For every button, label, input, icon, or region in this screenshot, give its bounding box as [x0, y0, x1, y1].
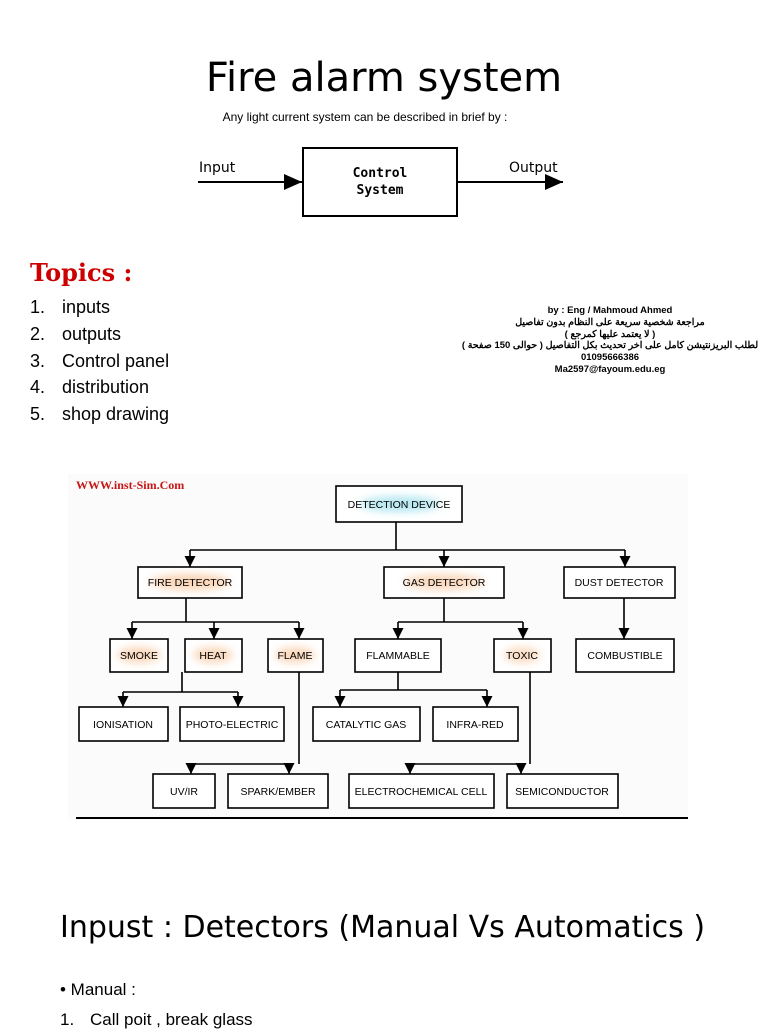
- bullet-item: • Manual :: [60, 980, 136, 999]
- sub-list-item: 1. Call poit , break glass: [60, 1010, 253, 1030]
- item-number: 4.: [30, 377, 46, 398]
- node-label: SMOKE: [120, 650, 158, 662]
- node-spark-ember: SPARK/EMBER: [227, 773, 329, 809]
- intro-text: Any light current system can be describe…: [222, 110, 508, 124]
- node-label: HEAT: [199, 650, 227, 662]
- watermark: WWW.inst-Sim.Com: [76, 478, 184, 492]
- list-item: 3. Control panel: [30, 348, 169, 375]
- flow-diagram: [198, 174, 563, 190]
- node-label: CATALYTIC GAS: [326, 719, 407, 731]
- item-text: outputs: [62, 323, 122, 344]
- node-label: FLAMMABLE: [366, 650, 430, 662]
- item-text: Call poit , break glass: [90, 1010, 253, 1029]
- node-photo-electric: PHOTO-ELECTRIC: [179, 706, 285, 742]
- node-label: DETECTION DEVICE: [348, 499, 451, 511]
- output-label: Output: [509, 160, 558, 176]
- item-text: distribution: [62, 377, 150, 398]
- control-system-box: Control System: [302, 147, 458, 217]
- item-text: inputs: [62, 297, 111, 317]
- detection-tree-diagram: WWW.inst-Sim.Com: [68, 474, 688, 820]
- node-label: SPARK/EMBER: [240, 786, 315, 798]
- author-email: Ma2597@fayoum.edu.eg: [554, 363, 666, 375]
- list-item: 5. shop drawing: [30, 401, 169, 428]
- page-title: Fire alarm system: [205, 54, 563, 101]
- node-label: SEMICONDUCTOR: [515, 786, 609, 798]
- node-flame: FLAME: [267, 638, 324, 673]
- topics-heading: Topics :: [30, 258, 133, 287]
- node-heat: HEAT: [184, 638, 243, 673]
- author-line: لطلب البريزنتيشن كامل على اخر تحديث بكل …: [461, 340, 759, 352]
- node-electrochemical-cell: ELECTROCHEMICAL CELL: [348, 773, 495, 809]
- node-dust-detector: DUST DETECTOR: [563, 566, 676, 599]
- author-block: by : Eng / Mahmoud Ahmed مراجعة شخصية سر…: [400, 305, 768, 376]
- node-label: INFRA-RED: [446, 719, 504, 731]
- node-label: UV/IR: [170, 786, 198, 798]
- node-label: COMBUSTIBLE: [587, 650, 662, 662]
- author-line: by : Eng / Mahmoud Ahmed: [547, 305, 673, 316]
- node-label: FIRE DETECTOR: [148, 577, 233, 589]
- item-text: Control panel: [62, 350, 170, 371]
- item-number: 5.: [30, 404, 46, 425]
- item-text: shop drawing: [62, 404, 170, 425]
- list-item: 2. outputs: [30, 321, 169, 348]
- node-label: PHOTO-ELECTRIC: [186, 719, 279, 731]
- node-infra-red: INFRA-RED: [432, 706, 519, 742]
- section-heading: Inpust : Detectors (Manual Vs Automatics…: [60, 910, 706, 945]
- node-label: TOXIC: [506, 650, 538, 662]
- node-label: IONISATION: [93, 719, 153, 731]
- node-label: ELECTROCHEMICAL CELL: [355, 786, 488, 798]
- input-label: Input: [199, 160, 236, 176]
- item-number: 1.: [30, 297, 46, 317]
- list-item: 4. distribution: [30, 374, 169, 401]
- node-label: FLAME: [277, 650, 312, 662]
- item-number: 2.: [30, 323, 46, 344]
- node-fire-detector: FIRE DETECTOR: [137, 566, 243, 599]
- item-number: 3.: [30, 350, 46, 371]
- author-phone: 01095666386: [580, 352, 640, 364]
- node-label: GAS DETECTOR: [403, 577, 486, 589]
- node-semiconductor: SEMICONDUCTOR: [506, 773, 619, 809]
- node-flammable: FLAMMABLE: [354, 638, 442, 673]
- author-line: مراجعة شخصية سريعة على النظام بدون تفاصي…: [515, 316, 705, 328]
- node-toxic: TOXIC: [493, 638, 552, 673]
- control-line2: System: [356, 183, 404, 198]
- node-gas-detector: GAS DETECTOR: [383, 566, 505, 599]
- node-label: DUST DETECTOR: [575, 577, 664, 589]
- node-catalytic-gas: CATALYTIC GAS: [312, 706, 421, 742]
- list-item: 1. inputs: [30, 294, 169, 321]
- topics-list: 1. inputs 2. outputs 3. Control panel 4. dis…: [30, 294, 169, 428]
- node-uv-ir: UV/IR: [152, 773, 216, 809]
- author-line: ( لا يعتمد عليها كمرجع ): [564, 328, 656, 340]
- node-smoke: SMOKE: [109, 638, 169, 673]
- item-number: 1.: [60, 1010, 75, 1029]
- node-ionisation: IONISATION: [78, 706, 169, 742]
- node-detection-device: DETECTION DEVICE: [335, 485, 463, 523]
- node-combustible: COMBUSTIBLE: [575, 638, 675, 673]
- connector-lines: [117, 522, 631, 774]
- control-line1: Control: [352, 166, 408, 181]
